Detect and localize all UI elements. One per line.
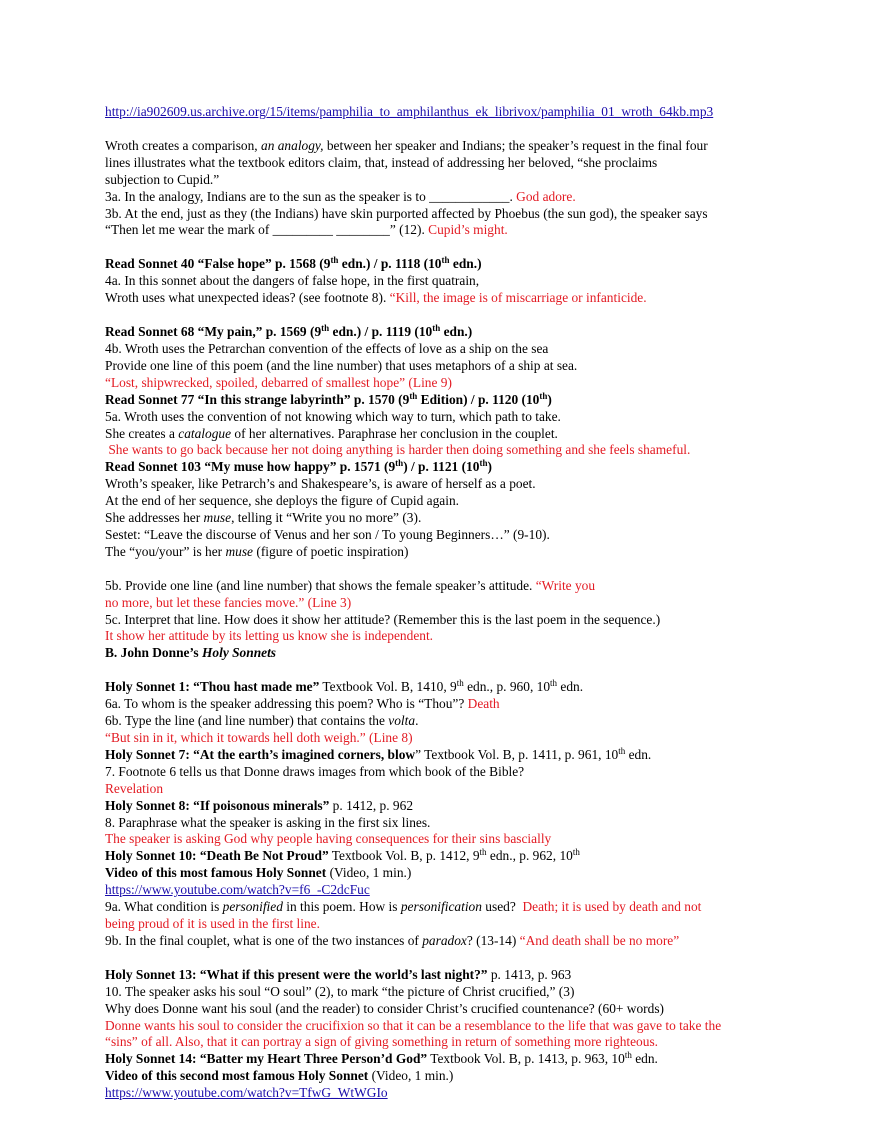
heading-sonnet-103: Read Sonnet 103 “My muse how happy” p. 1… — [105, 458, 492, 475]
video-link-line: https://www.youtube.com/watch?v=TfwG_WtW… — [105, 1085, 785, 1102]
question-5b: 5b. Provide one line (and line number) t… — [105, 577, 596, 593]
question-8: 8. Paraphrase what the speaker is asking… — [105, 814, 431, 830]
question-5a-cont: She creates a catalogue of her alternati… — [105, 425, 558, 441]
heading-holy-sonnet-1: Holy Sonnet 1: “Thou hast made me” Textb… — [105, 678, 584, 695]
answer-9a: Death; it is used by death and not — [515, 899, 702, 915]
question-10: 10. The speaker asks his soul “O soul” (… — [105, 983, 575, 999]
answer-5c: It show her attitude by its letting us k… — [105, 628, 434, 644]
answer-10-cont: “sins” of all. Also, that it can portray… — [105, 1034, 659, 1050]
answer-3b: Cupid’s might. — [424, 222, 508, 238]
video-link-line: https://www.youtube.com/watch?v=f6_-C2dc… — [105, 882, 785, 899]
heading-holy-sonnet-8: Holy Sonnet 8: “If poisonous minerals” p… — [105, 797, 414, 813]
paragraph-line: She addresses her muse, telling it “Writ… — [105, 510, 422, 526]
video-link[interactable]: https://www.youtube.com/watch?v=TfwG_WtW… — [105, 1085, 388, 1101]
question-9b: 9b. In the final couplet, what is one of… — [105, 932, 680, 948]
paragraph-line: Wroth’s speaker, like Petrarch’s and Sha… — [105, 476, 536, 492]
paragraph-line: The “you/your” is her muse (figure of po… — [105, 543, 409, 559]
question-6b: 6b. Type the line (and line number) that… — [105, 713, 419, 729]
question-3b-cont: “Then let me wear the mark of _________ … — [105, 222, 508, 238]
video-note: Video of this most famous Holy Sonnet (V… — [105, 865, 412, 881]
question-4b-cont: Provide one line of this poem (and the l… — [105, 357, 578, 373]
heading-holy-sonnet-14: Holy Sonnet 14: “Batter my Heart Three P… — [105, 1050, 658, 1067]
heading-sonnet-77: Read Sonnet 77 “In this strange labyrint… — [105, 390, 552, 407]
answer-7: Revelation — [105, 780, 164, 796]
heading-holy-sonnet-7: Holy Sonnet 7: “At the earth’s imagined … — [105, 745, 652, 762]
answer-6a: Death — [464, 696, 500, 712]
answer-9a-cont: being proud of it is used in the first l… — [105, 915, 320, 931]
paragraph-line: Sestet: “Leave the discourse of Venus an… — [105, 526, 550, 542]
question-10-cont: Why does Donne want his soul (and the re… — [105, 1000, 664, 1016]
paragraph-line: subjection to Cupid.” — [105, 171, 220, 187]
question-7: 7. Footnote 6 tells us that Donne draws … — [105, 763, 525, 779]
answer-9b: “And death shall be no more” — [516, 932, 680, 948]
video-note: Video of this second most famous Holy So… — [105, 1068, 454, 1084]
question-6a: 6a. To whom is the speaker addressing th… — [105, 696, 500, 712]
audio-link[interactable]: http://ia902609.us.archive.org/15/items/… — [105, 104, 714, 119]
answer-6b: “But sin in it, which it towards hell do… — [105, 730, 413, 745]
answer-10: Donne wants his soul to consider the cru… — [105, 1017, 722, 1033]
question-9a: 9a. What condition is personified in thi… — [105, 899, 702, 915]
question-4b: 4b. Wroth uses the Petrarchan convention… — [105, 340, 549, 356]
answer-3a: God adore. — [512, 188, 576, 204]
question-4a-cont: Wroth uses what unexpected ideas? (see f… — [105, 290, 647, 306]
question-3a: 3a. In the analogy, Indians are to the s… — [105, 188, 576, 204]
heading-sonnet-68: Read Sonnet 68 “My pain,” p. 1569 (9th e… — [105, 323, 473, 340]
question-5a: 5a. Wroth uses the convention of not kno… — [105, 408, 561, 424]
answer-4b: “Lost, shipwrecked, spoiled, debarred of… — [105, 374, 452, 390]
audio-link-line: http://ia902609.us.archive.org/15/items/… — [105, 104, 785, 121]
paragraph-line: At the end of her sequence, she deploys … — [105, 493, 460, 509]
video-link[interactable]: https://www.youtube.com/watch?v=f6_-C2dc… — [105, 882, 370, 898]
question-5c: 5c. Interpret that line. How does it sho… — [105, 611, 661, 627]
heading-sonnet-40: Read Sonnet 40 “False hope” p. 1568 (9th… — [105, 255, 482, 272]
answer-4a: “Kill, the image is of miscarriage or in… — [386, 290, 647, 306]
heading-holy-sonnet-10: Holy Sonnet 10: “Death Be Not Proud” Tex… — [105, 847, 580, 864]
question-4a: 4a. In this sonnet about the dangers of … — [105, 273, 480, 289]
paragraph-line: Wroth creates a comparison, an analogy, … — [105, 137, 708, 153]
question-3b: 3b. At the end, just as they (the Indian… — [105, 205, 708, 221]
heading-holy-sonnet-13: Holy Sonnet 13: “What if this present we… — [105, 966, 572, 982]
answer-5b-cont: no more, but let these fancies move.” (L… — [105, 594, 352, 610]
answer-5b: “Write you — [532, 577, 596, 593]
paragraph-line: lines illustrates what the textbook edit… — [105, 154, 658, 170]
heading-donne: B. John Donne’s Holy Sonnets — [105, 645, 277, 661]
answer-5a: She wants to go back because her not doi… — [105, 442, 691, 458]
document-page: http://ia902609.us.archive.org/15/items/… — [105, 104, 785, 1102]
answer-8: The speaker is asking God why people hav… — [105, 831, 552, 847]
